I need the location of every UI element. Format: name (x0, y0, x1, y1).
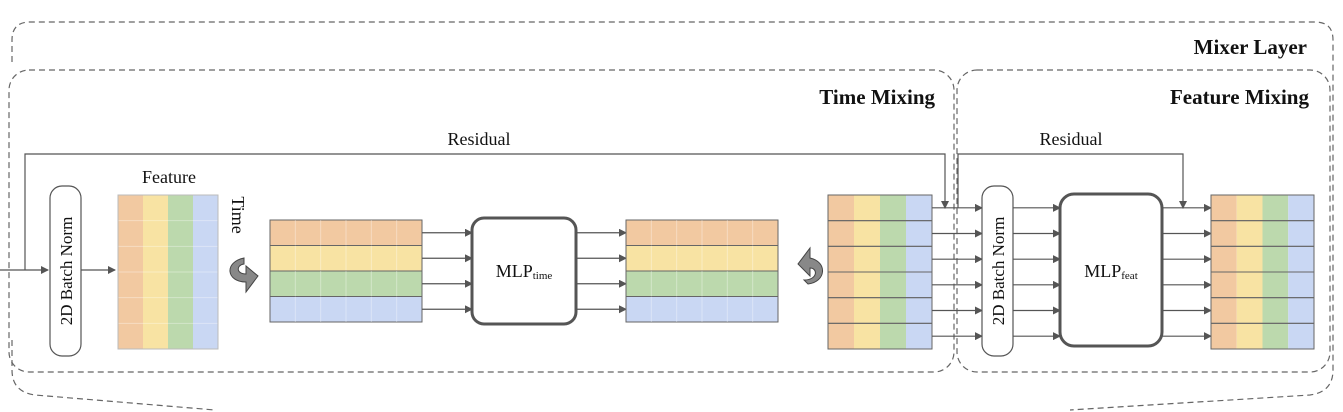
mixer-layer-frame-left-tail (11, 340, 216, 411)
matrix-to-bn2-arrows (932, 203, 983, 341)
time-matrix-input (269, 219, 423, 323)
batch-norm-label-1: 2D Batch Norm (57, 217, 76, 326)
residual-label-feat: Residual (1040, 129, 1103, 149)
feature-matrix (117, 194, 219, 350)
mlp-feat-box (1058, 192, 1164, 348)
final-output-matrix (1210, 194, 1315, 350)
mlp-feat-output-arrows (1162, 203, 1212, 341)
transpose-icon-2 (797, 246, 823, 285)
time-label: Time (228, 196, 248, 233)
feature-mixing-frame (956, 69, 1331, 373)
time-mixing-frame (8, 69, 955, 373)
feature-label: Feature (142, 167, 196, 187)
mlp-time-output-arrows (576, 228, 627, 314)
mlp-time-sub: time (533, 270, 553, 282)
grid-row (1210, 322, 1315, 350)
bn2-to-mlp-feat-arrows (1013, 203, 1061, 341)
time-row (625, 219, 779, 246)
transpose-icon-1 (229, 257, 259, 294)
time-row (625, 296, 779, 323)
mlp-feat-main: MLP (1084, 261, 1121, 281)
mlp-feat-sub: feat (1121, 270, 1137, 282)
feature-mixing-title: Feature Mixing (1170, 85, 1310, 109)
mlp-time-box (470, 216, 578, 326)
mlp-feat-label: MLPfeat (1084, 261, 1138, 282)
batch-norm-label-2: 2D Batch Norm (989, 217, 1008, 326)
residual-path-time (24, 153, 949, 270)
time-row (269, 245, 423, 272)
mlp-time-label: MLPtime (496, 261, 553, 282)
feature-column (143, 195, 168, 349)
feature-column (193, 195, 218, 349)
feature-column (168, 195, 193, 349)
batch-norm-box-1 (49, 185, 82, 357)
feature-column (118, 195, 143, 349)
time-row (269, 219, 423, 246)
time-row (269, 270, 423, 297)
batch-norm-box-2 (981, 185, 1014, 357)
mlp-time-main: MLP (496, 261, 533, 281)
time-matrix-output (625, 219, 779, 323)
time-mixing-title: Time Mixing (819, 85, 935, 109)
feature-matrix-border (117, 194, 219, 350)
time-mixing-output-matrix (827, 194, 933, 350)
mlp-time-input-arrows (422, 228, 473, 314)
mixer-layer-frame (11, 21, 1334, 411)
residual-label-time: Residual (448, 129, 511, 149)
mixer-layer-title: Mixer Layer (1194, 35, 1307, 59)
residual-path-feat (957, 153, 1187, 209)
time-row (625, 270, 779, 297)
